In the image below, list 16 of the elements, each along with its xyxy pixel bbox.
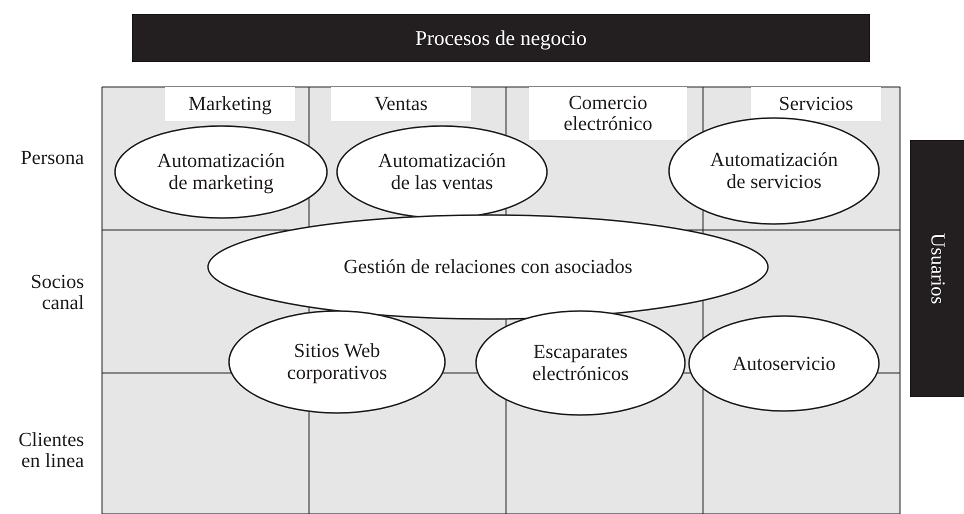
row-label: Socios canal — [30, 272, 84, 314]
ellipse-text: Gestión de relaciones con asociados — [344, 256, 632, 278]
row-label: Persona — [20, 148, 84, 169]
side-bar: Usuarios — [910, 140, 964, 397]
column-header: Servicios — [751, 87, 881, 121]
row-label: Clientes en linea — [17, 430, 84, 472]
ellipse-text: Escaparates electrónicos — [531, 341, 630, 385]
ellipse-text: Automatización de servicios — [709, 149, 839, 193]
column-header: Comercio electrónico — [529, 87, 687, 140]
column-header: Ventas — [331, 87, 471, 121]
ellipse-text: Sitios Web corporativos — [286, 340, 388, 384]
column-header: Marketing — [165, 87, 295, 121]
ellipse-text: Autoservicio — [732, 352, 836, 374]
ellipse-text: Automatización de las ventas — [377, 150, 507, 194]
title-bar: Procesos de negocio — [132, 14, 870, 62]
ellipse-text: Automatización de marketing — [156, 150, 286, 194]
